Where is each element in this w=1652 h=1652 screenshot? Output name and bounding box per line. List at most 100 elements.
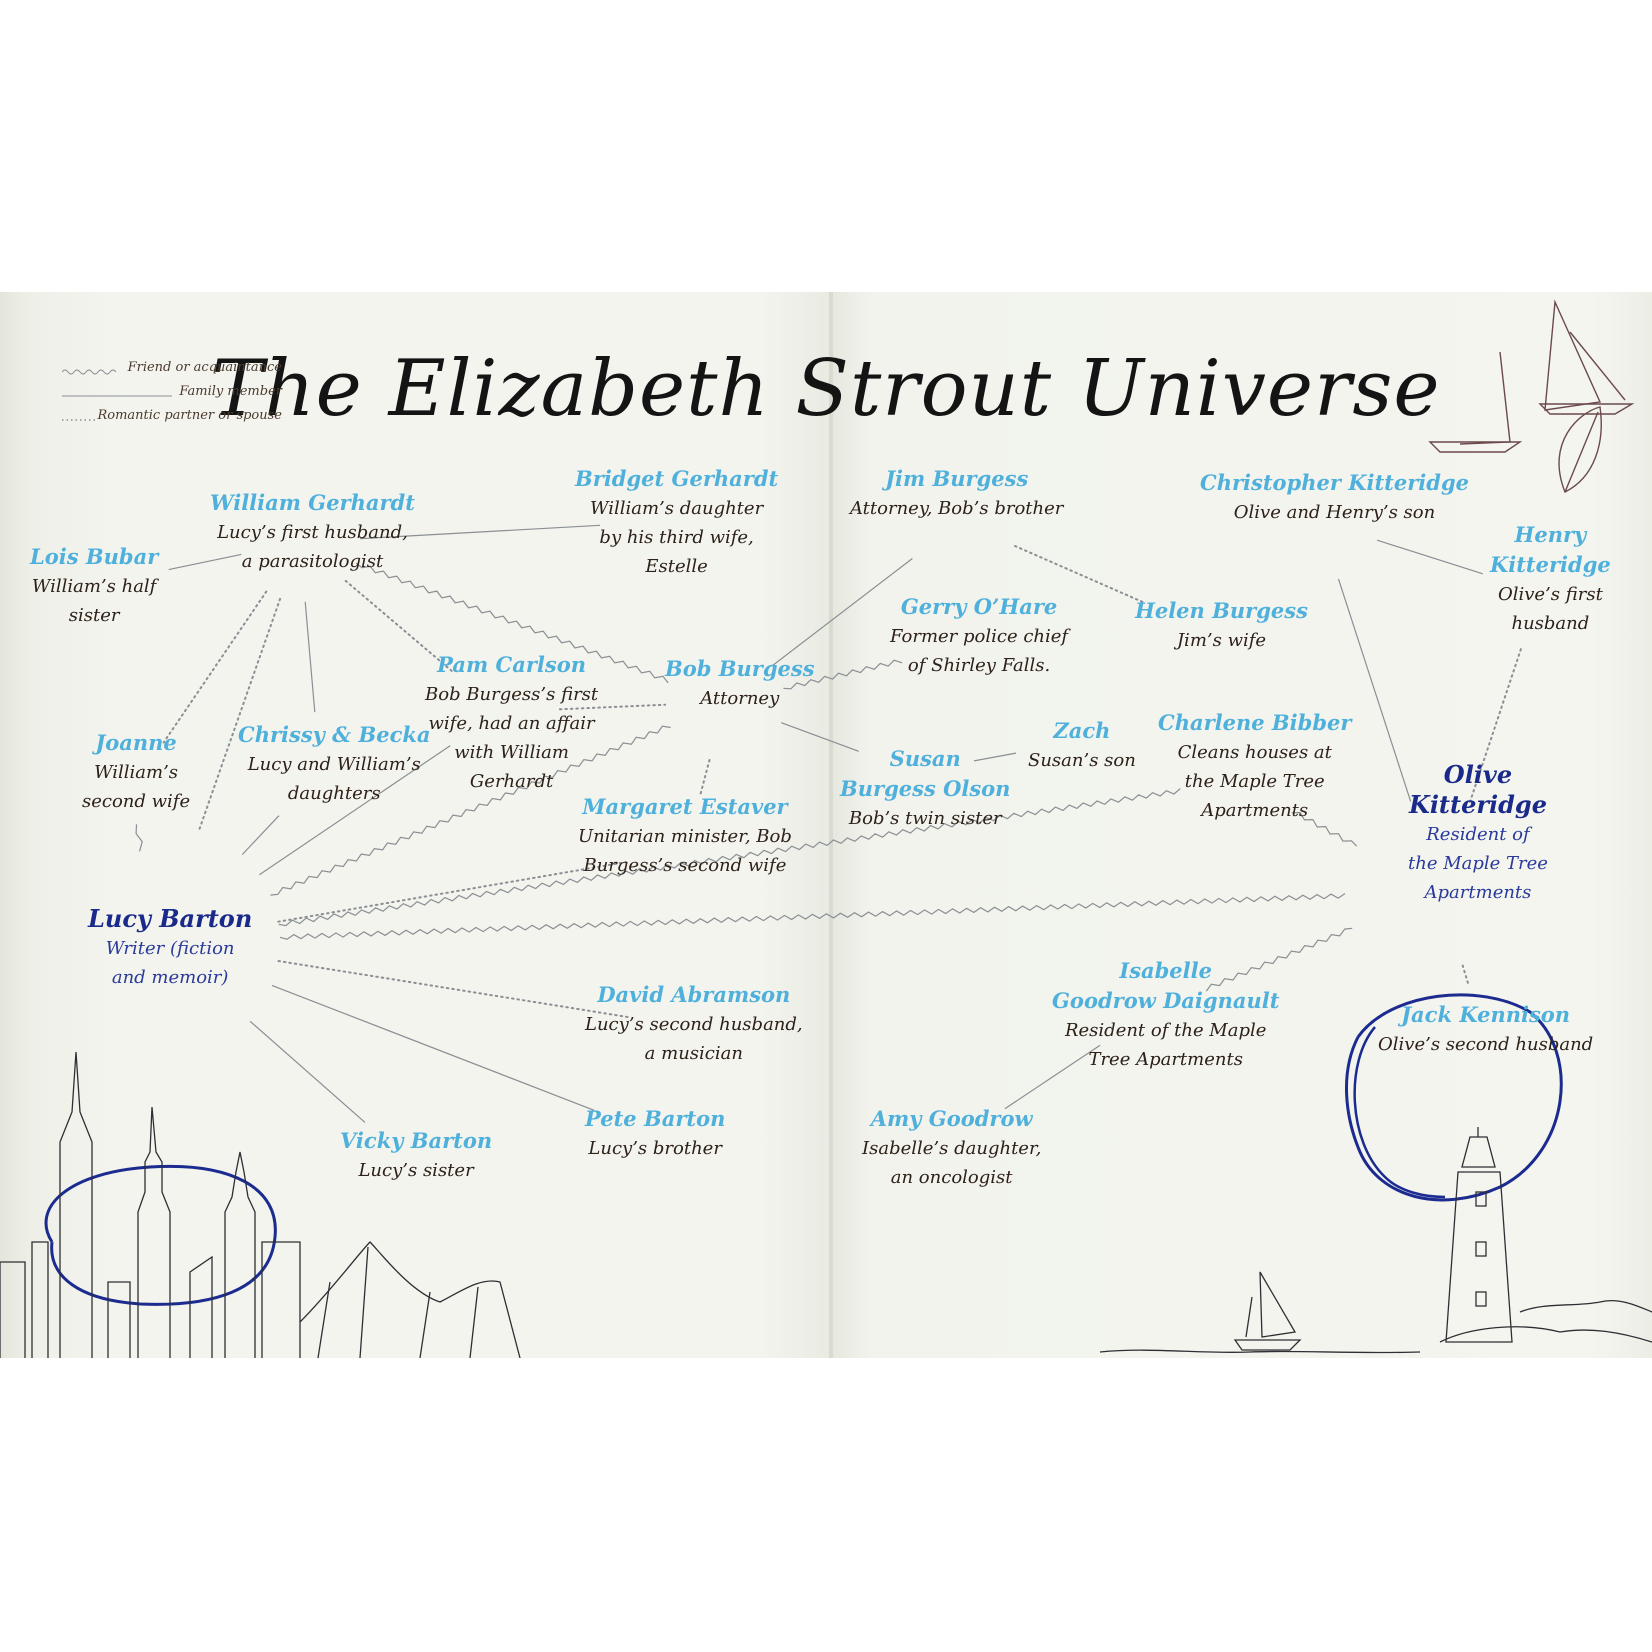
character-description: Lucy and William’s xyxy=(247,754,421,775)
link-bob-gerry xyxy=(783,659,903,690)
node-henry-kitteridge: Henry Kitteridge Olive’s first husband xyxy=(1490,520,1611,638)
character-description: Lucy’s first husband, xyxy=(217,522,408,543)
character-description: Writer (fiction xyxy=(105,938,235,959)
character-description: husband xyxy=(1511,613,1590,634)
character-description: Resident of xyxy=(1426,824,1530,845)
character-name: Bridget Gerhardt xyxy=(575,466,779,491)
character-name: Kitteridge xyxy=(1490,552,1611,577)
link-bob-susan xyxy=(781,722,859,752)
olive-ring xyxy=(1345,993,1563,1202)
character-name: Vicky Barton xyxy=(340,1128,493,1153)
character-description: Lucy’s sister xyxy=(358,1160,474,1181)
link-lucy-pam xyxy=(259,745,451,876)
character-description: daughters xyxy=(287,783,381,804)
character-name: Goodrow Daignault xyxy=(1052,988,1280,1013)
character-description: Unitarian minister, Bob xyxy=(578,826,792,847)
character-name: Helen Burgess xyxy=(1135,598,1308,623)
link-lucy-pete xyxy=(271,984,595,1111)
node-susan-burgess-olson: Susan Burgess Olson Bob’s twin sister xyxy=(840,744,1010,833)
legend: Friend or acquaintance Family member Rom… xyxy=(62,360,282,432)
character-description: Susan’s son xyxy=(1028,750,1136,771)
link-isabelle-amy xyxy=(1004,1044,1101,1110)
wavy-line-icon xyxy=(62,369,117,375)
right-page xyxy=(832,292,1652,1358)
link-lucy-vicky xyxy=(249,1020,366,1123)
character-description: Gerhardt xyxy=(469,771,554,792)
character-name: Lucy Barton xyxy=(88,904,253,933)
node-christopher-kitteridge: Christopher Kitteridge Olive and Henry’s… xyxy=(1200,468,1469,527)
link-lucy-chrissy xyxy=(241,815,280,856)
link-lucy-william xyxy=(198,597,282,830)
node-vicky-barton: Vicky Barton Lucy’s sister xyxy=(340,1126,492,1185)
page-title: The Elizabeth Strout Universe xyxy=(211,344,1441,434)
character-name: David Abramson xyxy=(597,982,791,1007)
character-description: Apartments xyxy=(1201,800,1309,821)
link-william-bridget xyxy=(359,524,601,540)
node-margaret-estaver: Margaret Estaver Unitarian minister, Bob… xyxy=(578,792,792,880)
olive-ring-inner xyxy=(1353,1026,1446,1199)
character-description: William’s daughter xyxy=(590,498,764,519)
link-bob-jim xyxy=(772,558,913,666)
link-william-bob xyxy=(355,562,669,684)
legend-item-family: Family member xyxy=(62,384,282,408)
link-william-pam xyxy=(344,579,456,675)
solid-line-icon xyxy=(62,395,172,397)
character-name: Pam Carlson xyxy=(437,652,586,677)
character-name: Zach xyxy=(1053,718,1111,743)
book-spread: The Elizabeth Strout Universe Friend or … xyxy=(0,292,1652,1358)
character-description: Olive’s second husband xyxy=(1378,1034,1594,1055)
link-lucy-margaret xyxy=(277,861,627,923)
node-helen-burgess: Helen Burgess Jim’s wife xyxy=(1135,596,1308,655)
node-jim-burgess: Jim Burgess Attorney, Bob’s brother xyxy=(850,464,1063,523)
character-name: Jack Kennison xyxy=(1401,1002,1571,1027)
link-olive-jack xyxy=(1461,963,1469,984)
link-lucy-charlene xyxy=(278,788,1181,927)
character-name: Pete Barton xyxy=(585,1106,726,1131)
character-description: Lucy’s brother xyxy=(588,1138,722,1159)
character-description: William’s half xyxy=(31,576,157,597)
character-description: Isabelle’s daughter, xyxy=(862,1138,1042,1159)
link-olive-charlene xyxy=(1291,811,1358,847)
character-description: wife, had an affair xyxy=(428,713,595,734)
node-bridget-gerhardt: Bridget Gerhardt William’s daughter by h… xyxy=(575,464,778,581)
connection-layer xyxy=(0,299,1652,1358)
character-name: Bob Burgess xyxy=(665,656,815,681)
character-name: Isabelle xyxy=(1119,958,1212,983)
character-description: a musician xyxy=(644,1043,743,1064)
character-name: Chrissy & Becka xyxy=(238,722,431,747)
character-description: Olive’s first xyxy=(1497,584,1603,605)
character-description: an oncologist xyxy=(890,1167,1013,1188)
link-william-chrissy xyxy=(304,601,316,713)
character-name: Amy Goodrow xyxy=(870,1106,1033,1131)
sailboat-doodle-icon xyxy=(1428,299,1635,453)
character-description: a parasitologist xyxy=(241,551,384,572)
node-amy-goodrow: Amy Goodrow Isabelle’s daughter, an onco… xyxy=(862,1104,1041,1192)
character-name: Lois Bubar xyxy=(30,544,159,569)
link-christopher-henry xyxy=(1377,539,1483,575)
link-lucy-olive xyxy=(279,893,1346,940)
character-name: Charlene Bibber xyxy=(1158,710,1352,735)
character-description: the Maple Tree xyxy=(1408,853,1548,874)
lighthouse-icon xyxy=(1439,1127,1652,1343)
character-description: second wife xyxy=(82,791,191,812)
node-olive-kitteridge: Olive Kitteridge Resident of the Maple T… xyxy=(1408,760,1548,907)
node-isabelle-goodrow-daignault: Isabelle Goodrow Daignault Resident of t… xyxy=(1052,956,1279,1074)
left-page xyxy=(0,292,830,1358)
book-gutter xyxy=(829,292,833,1358)
character-description: Bob Burgess’s first xyxy=(425,684,599,705)
node-william-gerhardt: William Gerhardt Lucy’s first husband, a… xyxy=(210,488,415,576)
node-bob-burgess: Bob Burgess Attorney xyxy=(665,654,815,713)
character-description: Bob’s twin sister xyxy=(848,808,1002,829)
character-description: Olive and Henry’s son xyxy=(1233,502,1436,523)
node-charlene-bibber: Charlene Bibber Cleans houses at the Map… xyxy=(1158,708,1351,825)
relationship-links xyxy=(135,524,1522,1123)
character-description: of Shirley Falls. xyxy=(907,655,1051,676)
legend-label: Family member xyxy=(179,384,282,399)
character-description: sister xyxy=(68,605,120,626)
character-description: the Maple Tree xyxy=(1184,771,1325,792)
link-jim-helen xyxy=(1014,545,1146,604)
character-name: Jim Burgess xyxy=(885,466,1029,491)
node-pete-barton: Pete Barton Lucy’s brother xyxy=(585,1104,725,1163)
link-olive-henry xyxy=(1469,647,1522,803)
link-olive-christopher xyxy=(1337,578,1412,802)
